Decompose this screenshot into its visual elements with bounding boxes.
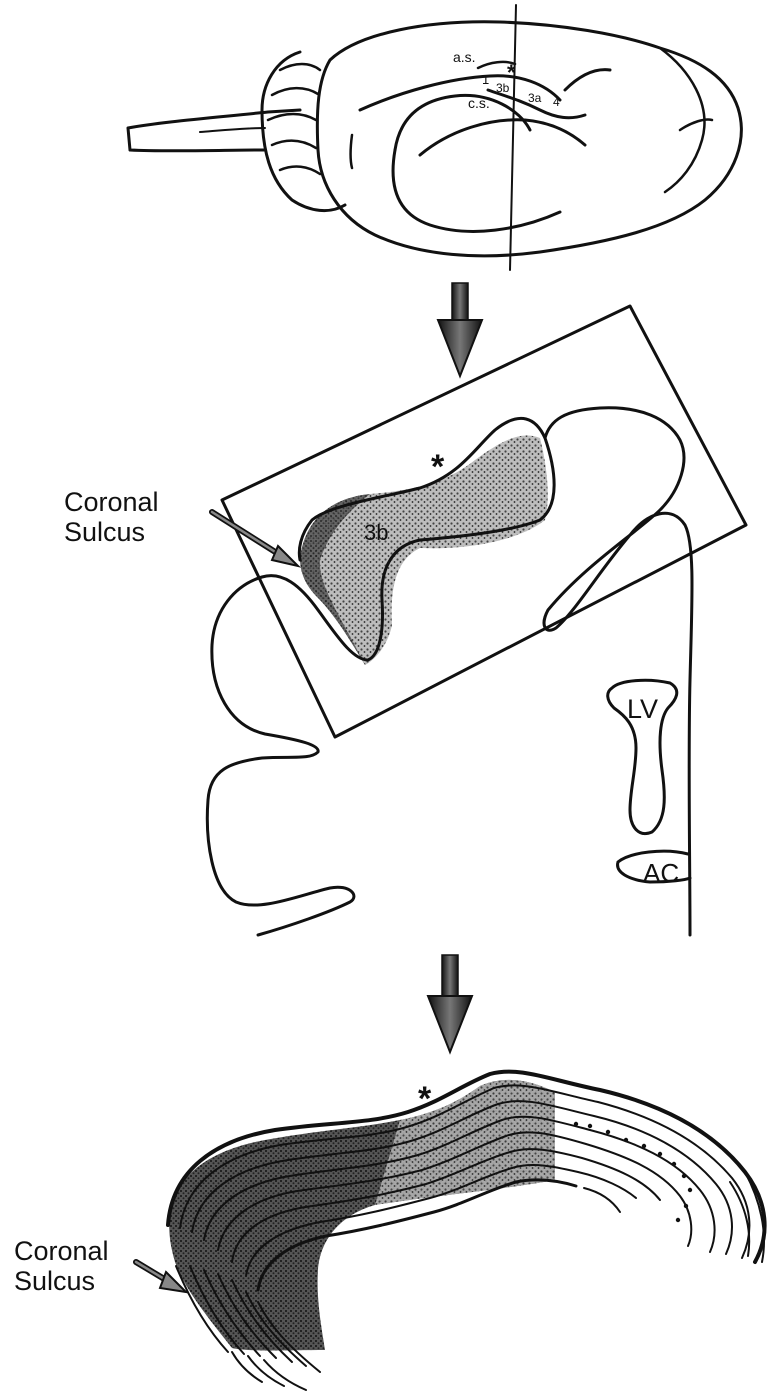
label-area-1: 1 bbox=[482, 72, 489, 87]
down-arrow-1 bbox=[438, 283, 482, 376]
top-asterisk: * bbox=[507, 60, 516, 85]
spinal-cord-inner-line bbox=[200, 128, 265, 132]
lv-label: LV bbox=[627, 694, 658, 724]
label-area-3a: 3a bbox=[528, 91, 542, 105]
cerebellum-folia bbox=[268, 64, 320, 174]
ectosylvian-sulcus bbox=[420, 120, 585, 155]
rhinal-sulcus bbox=[395, 95, 530, 150]
olfactory-mark bbox=[680, 119, 712, 130]
middle-asterisk: * bbox=[431, 448, 445, 486]
down-arrow-2 bbox=[428, 955, 472, 1052]
posterior-sulcus bbox=[351, 135, 353, 168]
flattened-cortex: * bbox=[136, 1072, 765, 1390]
coronal-sulcus-bottom-line2: Sulcus bbox=[14, 1266, 109, 1296]
coronal-sulcus-label-bottom: Coronal Sulcus bbox=[14, 1236, 109, 1296]
coronal-sulcus-middle-line1: Coronal bbox=[64, 487, 159, 517]
coronal-sulcus-middle-line2: Sulcus bbox=[64, 517, 159, 547]
cerebellum-outline bbox=[262, 52, 345, 211]
bottom-asterisk: * bbox=[418, 1080, 432, 1118]
cerebrum-outline bbox=[317, 22, 741, 256]
area-3b-shading bbox=[300, 435, 548, 665]
coronal-section: * 3b LV AC bbox=[207, 306, 746, 935]
coronal-sulcus-label-middle: Coronal Sulcus bbox=[64, 487, 159, 547]
frontal-sulcus bbox=[565, 70, 610, 90]
label-cs: c.s. bbox=[468, 95, 490, 111]
top-area-labels: a.s. 1 3b c.s. 3a 4 * bbox=[453, 49, 560, 111]
label-area-4: 4 bbox=[553, 95, 560, 109]
dorsal-surface bbox=[544, 408, 692, 935]
coronal-sulcus-bottom-line1: Coronal bbox=[14, 1236, 109, 1266]
coronal-plane-line bbox=[510, 5, 516, 270]
lateral-brain-drawing bbox=[128, 5, 741, 270]
layer-dots bbox=[574, 1122, 692, 1222]
coronal-sulcus-arrow-middle bbox=[212, 512, 298, 566]
lateral-sulcus bbox=[393, 150, 560, 231]
label-as: a.s. bbox=[453, 49, 476, 65]
area-3b-label: 3b bbox=[364, 520, 388, 545]
ac-label: AC bbox=[643, 858, 679, 888]
